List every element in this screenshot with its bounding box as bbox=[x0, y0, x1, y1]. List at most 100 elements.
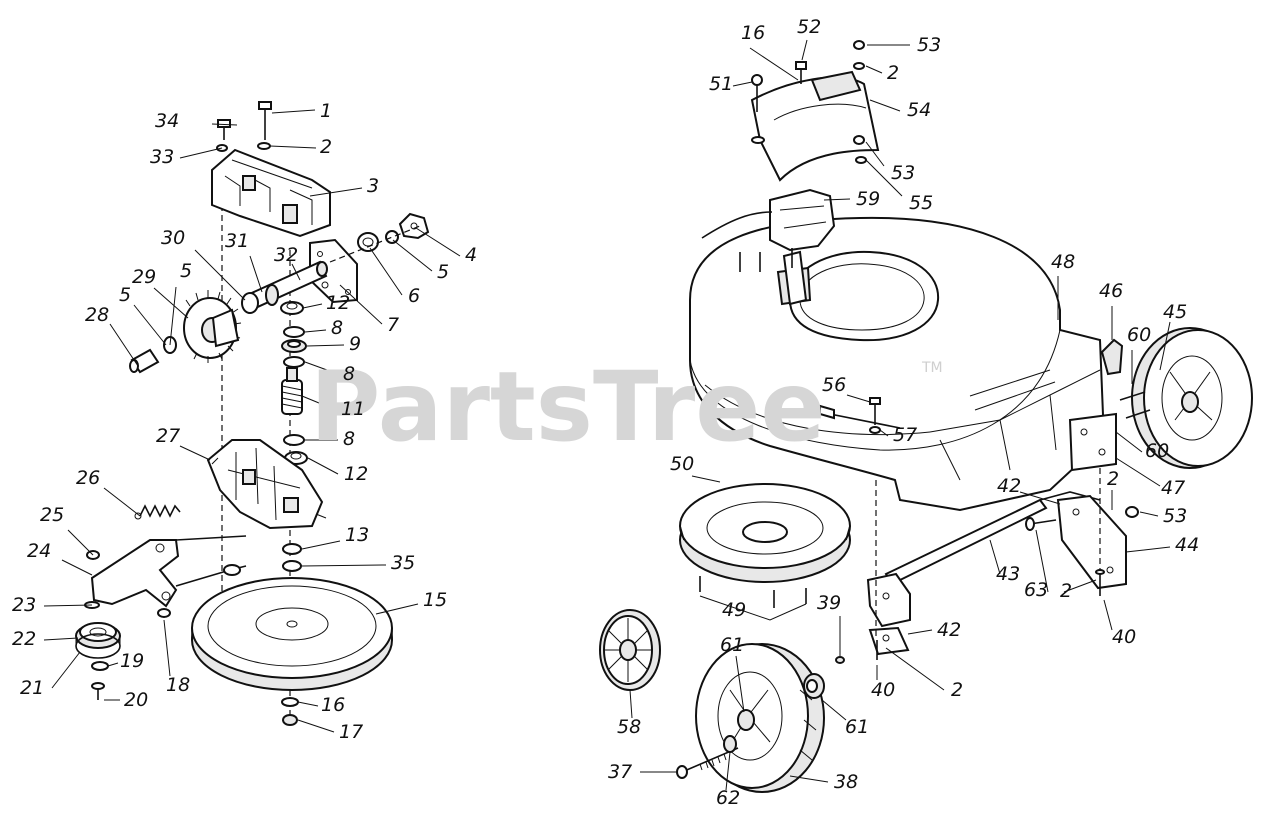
callout-26: 26 bbox=[76, 467, 100, 489]
callout-56: 56 bbox=[822, 374, 846, 396]
callout-13: 13 bbox=[345, 524, 369, 546]
callout-50: 50 bbox=[670, 453, 694, 475]
nut-53c bbox=[1125, 506, 1139, 518]
hubcap-58 bbox=[599, 609, 661, 691]
deck-assembly bbox=[599, 39, 1253, 793]
callout-19: 19 bbox=[120, 650, 144, 672]
callout-2: 2 bbox=[887, 62, 899, 84]
washer-16b bbox=[751, 136, 765, 144]
callout-7: 7 bbox=[387, 314, 399, 336]
upper-housing-3 bbox=[211, 148, 331, 238]
screw-52 bbox=[795, 61, 807, 84]
callout-9: 9 bbox=[349, 333, 361, 355]
washer-39 bbox=[835, 656, 845, 664]
idler-pulley-22 bbox=[75, 622, 121, 659]
callout-2: 2 bbox=[1060, 580, 1072, 602]
callout-3: 3 bbox=[367, 175, 379, 197]
callout-48: 48 bbox=[1051, 251, 1075, 273]
plate-7 bbox=[309, 238, 358, 304]
callout-63: 63 bbox=[1024, 579, 1048, 601]
callout-31: 31 bbox=[225, 230, 249, 252]
callout-51: 51 bbox=[709, 73, 733, 95]
callout-58: 58 bbox=[617, 716, 641, 738]
callout-16: 16 bbox=[321, 694, 345, 716]
callout-8: 8 bbox=[331, 317, 343, 339]
callout-60: 60 bbox=[1145, 440, 1169, 462]
callout-5: 5 bbox=[437, 261, 449, 283]
deck-bolts bbox=[739, 248, 793, 272]
washer-8b bbox=[283, 356, 305, 368]
bearing-9 bbox=[281, 339, 307, 353]
gear-29 bbox=[183, 290, 242, 363]
callout-8: 8 bbox=[343, 428, 355, 450]
washer-2b bbox=[853, 62, 865, 70]
callout-53: 53 bbox=[891, 162, 915, 184]
nut-18 bbox=[157, 608, 171, 618]
callout-47: 47 bbox=[1161, 477, 1185, 499]
screws-49 bbox=[699, 576, 807, 621]
washer-8a bbox=[283, 326, 305, 338]
callout-18: 18 bbox=[166, 674, 190, 696]
washer-19 bbox=[91, 661, 109, 671]
callout-4: 4 bbox=[465, 244, 477, 266]
callout-16: 16 bbox=[741, 22, 765, 44]
callout-30: 30 bbox=[161, 227, 185, 249]
bolt-51 bbox=[751, 74, 763, 112]
callout-33: 33 bbox=[150, 146, 174, 168]
bolt-20 bbox=[91, 682, 105, 700]
callout-24: 24 bbox=[27, 540, 51, 562]
callout-45: 45 bbox=[1163, 301, 1187, 323]
callout-17: 17 bbox=[339, 721, 363, 743]
callout-2: 2 bbox=[320, 136, 332, 158]
callout-5: 5 bbox=[119, 284, 131, 306]
callout-62: 62 bbox=[716, 787, 740, 809]
bracket-47 bbox=[1068, 391, 1151, 472]
front-wheel-38 bbox=[695, 643, 825, 793]
callout-43: 43 bbox=[996, 563, 1020, 585]
callout-20: 20 bbox=[124, 689, 148, 711]
callout-28: 28 bbox=[85, 304, 109, 326]
callout-12: 12 bbox=[344, 463, 368, 485]
plate-44 bbox=[1056, 494, 1127, 590]
watermark-text: PartsTree bbox=[310, 351, 825, 463]
worm-gear-11 bbox=[281, 367, 303, 415]
lower-housing-27 bbox=[206, 439, 327, 530]
washer-8c bbox=[283, 434, 305, 446]
callout-44: 44 bbox=[1175, 534, 1199, 556]
washer-5 bbox=[385, 230, 399, 244]
callout-1: 1 bbox=[320, 100, 332, 122]
callout-61: 61 bbox=[720, 634, 744, 656]
bracket-42-lower bbox=[868, 626, 910, 656]
callout-54: 54 bbox=[907, 99, 931, 121]
pulley-15 bbox=[191, 577, 393, 691]
callout-57: 57 bbox=[893, 424, 917, 446]
callout-15: 15 bbox=[423, 589, 447, 611]
callout-49: 49 bbox=[722, 599, 746, 621]
callout-6: 6 bbox=[408, 285, 420, 307]
callout-29: 29 bbox=[132, 266, 156, 288]
height-knob-46 bbox=[1100, 338, 1124, 376]
bolt-56 bbox=[869, 397, 881, 434]
callout-23: 23 bbox=[12, 594, 36, 616]
spring-26 bbox=[134, 504, 181, 520]
rear-wheel-45 bbox=[1131, 327, 1253, 469]
callout-8: 8 bbox=[343, 363, 355, 385]
bolt-63 bbox=[1025, 517, 1057, 531]
callout-53: 53 bbox=[917, 34, 941, 56]
bushing-6 bbox=[357, 232, 379, 252]
callout-5: 5 bbox=[180, 260, 192, 282]
callout-2: 2 bbox=[951, 679, 963, 701]
callout-53: 53 bbox=[1163, 505, 1187, 527]
washer-35 bbox=[282, 560, 302, 572]
axle-43 bbox=[866, 491, 1101, 628]
bushing-61 bbox=[803, 673, 825, 699]
nut-17 bbox=[282, 714, 298, 726]
callout-40: 40 bbox=[871, 679, 895, 701]
callout-32: 32 bbox=[274, 244, 298, 266]
callout-11: 11 bbox=[341, 398, 365, 420]
callout-52: 52 bbox=[797, 16, 821, 38]
nut-53 bbox=[853, 40, 865, 50]
baffle-50 bbox=[679, 483, 851, 583]
